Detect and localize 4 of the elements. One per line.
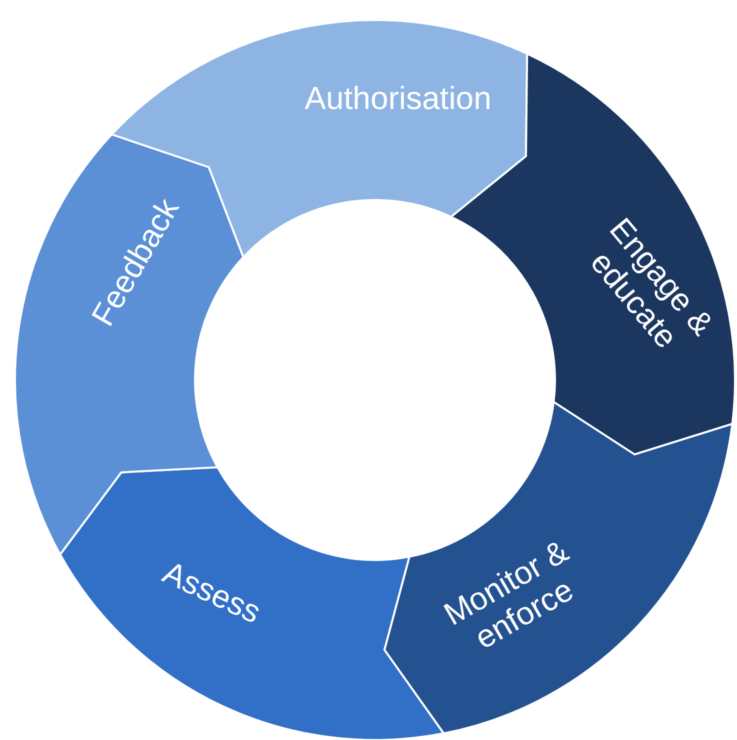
cycle-segment [383,400,734,734]
segment-label: Authorisation [304,80,492,116]
cycle-segment [59,466,445,740]
cycle-segment [14,133,244,556]
